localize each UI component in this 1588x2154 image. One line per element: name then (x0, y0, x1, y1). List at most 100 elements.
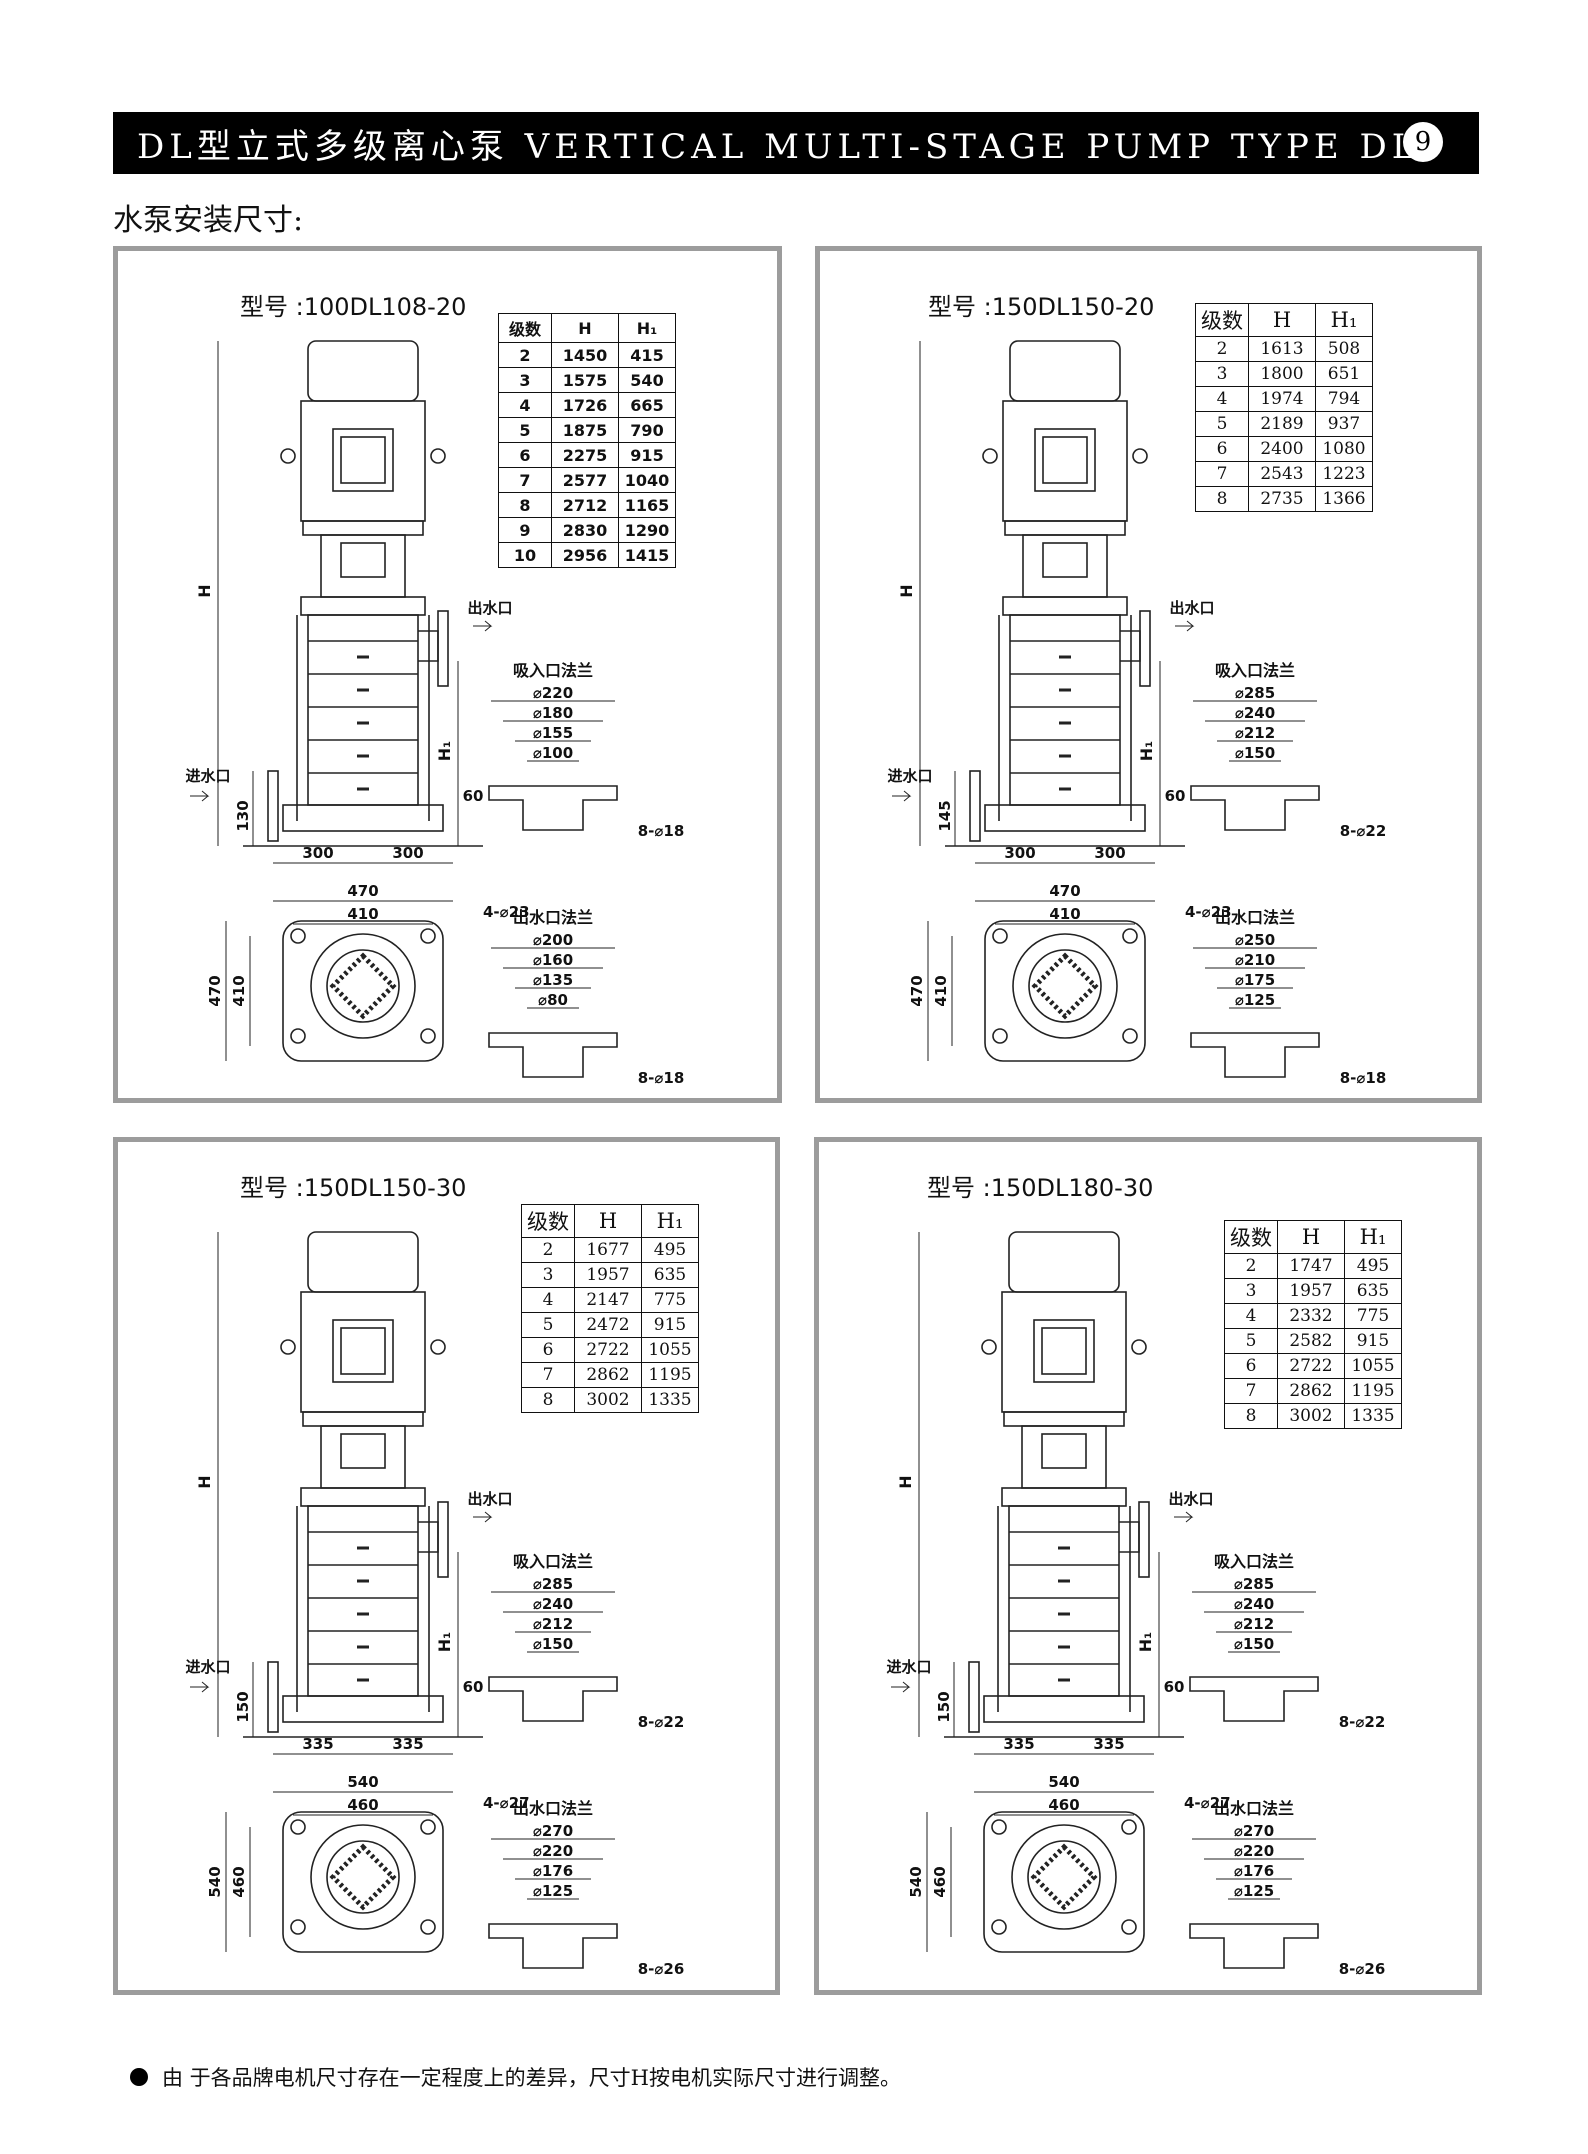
table-cell: 495 (641, 1237, 699, 1263)
outlet-flange-bolts: 8-⌀18 (638, 1069, 685, 1087)
bolt-hole-icon (420, 928, 436, 944)
model-label: 型号 :150DL150-30 (240, 1174, 467, 1202)
table-header-cell: H₁ (618, 313, 676, 343)
table-cell: 8 (1224, 1403, 1278, 1429)
outlet-flange-section (488, 1923, 618, 1969)
outlet-flange-diameter: ⌀125 (1234, 1882, 1274, 1900)
table-cell: 1195 (641, 1362, 699, 1388)
motor-fan-cover (1008, 1231, 1120, 1293)
table-cell: 775 (1344, 1303, 1402, 1329)
dim-H1: H₁ (1136, 1632, 1155, 1652)
outlet-flange-section (1190, 1032, 1320, 1078)
table-cell: 540 (618, 367, 676, 393)
dim-half-left: 300 (1004, 844, 1035, 862)
table-header-cell: 级数 (498, 313, 552, 343)
dim-60: 60 (1165, 787, 1186, 805)
dim-half-right: 300 (392, 844, 423, 862)
inlet-label: 进水口 (887, 767, 932, 785)
table-cell: 7 (498, 467, 552, 493)
bolt-hole-icon (1122, 928, 1138, 944)
table-cell: 1957 (1277, 1278, 1345, 1304)
dim-base-holes: 4-⌀27 (1184, 1794, 1231, 1812)
suction-flange-diameter: ⌀240 (533, 1595, 573, 1613)
bolt-hole-icon (290, 1919, 306, 1935)
footnote-text: 由 于各品牌电机尺寸存在一定程度上的差异，尺寸H按电机实际尺寸进行调整。 (162, 2066, 901, 2090)
suction-flange-diameter: ⌀212 (1235, 724, 1275, 742)
bolt-hole-icon (420, 1819, 436, 1835)
terminal-box (1034, 428, 1096, 492)
base-plate (282, 1811, 444, 1953)
outlet-flange-bolts: 8-⌀26 (1339, 1960, 1386, 1978)
pump-stages (1009, 614, 1121, 806)
table-cell: 10 (498, 542, 552, 568)
table-header-cell: H₁ (1315, 303, 1373, 337)
outlet-flange-bolts: 8-⌀18 (1340, 1069, 1387, 1087)
section-title: 水泵安装尺寸: (113, 203, 304, 238)
dim-inlet-height: 150 (935, 1691, 953, 1722)
table-cell: 6 (1224, 1353, 1278, 1379)
dim-H: H (195, 584, 214, 597)
outlet-flange-title: 出水口法兰 (513, 1799, 593, 1818)
bolt-hole-icon (992, 928, 1008, 944)
pump-casing-top (310, 933, 416, 1039)
pump-casing-top (310, 1824, 416, 1930)
base-plate (984, 920, 1146, 1062)
table-cell: 794 (1315, 386, 1373, 412)
table-cell: 1875 (551, 417, 619, 443)
outlet-flange-diameter: ⌀175 (1235, 971, 1275, 989)
table-cell: 2712 (551, 492, 619, 518)
dim-H1: H₁ (435, 741, 454, 761)
table-cell: 2582 (1277, 1328, 1345, 1354)
dim-width-inner: 410 (1049, 905, 1080, 923)
table-cell: 2722 (574, 1337, 642, 1363)
dim-H: H (896, 1475, 915, 1488)
motor-body (1002, 400, 1128, 522)
inlet-label: 进水口 (886, 1658, 931, 1676)
table-cell: 1290 (618, 517, 676, 543)
table-cell: 915 (641, 1312, 699, 1338)
outlet-flange-diameter: ⌀200 (533, 931, 573, 949)
dim-width-inner: 460 (347, 1796, 378, 1814)
table-cell: 1223 (1315, 461, 1373, 487)
table-cell: 8 (498, 492, 552, 518)
table-cell: 2956 (551, 542, 619, 568)
table-cell: 1575 (551, 367, 619, 393)
table-cell: 495 (1344, 1253, 1402, 1279)
outlet-flange-title: 出水口法兰 (513, 908, 593, 927)
table-cell: 2332 (1277, 1303, 1345, 1329)
table-cell: 2147 (574, 1287, 642, 1313)
table-cell: 2735 (1248, 486, 1316, 512)
table-cell: 1055 (1344, 1353, 1402, 1379)
suction-flange-title: 吸入口法兰 (1214, 1552, 1294, 1571)
arrow-icon (190, 1681, 210, 1693)
table-cell: 2 (521, 1237, 575, 1263)
page-header: DL型立式多级离心泵 VERTICAL MULTI-STAGE PUMP TYP… (113, 112, 1479, 174)
outlet-flange-diameter: ⌀210 (1235, 951, 1275, 969)
table-cell: 937 (1315, 411, 1373, 437)
table-cell: 1450 (551, 342, 619, 368)
pump-base (984, 804, 1146, 832)
table-cell: 1726 (551, 392, 619, 418)
outlet-flange-diameter: ⌀270 (1234, 1822, 1274, 1840)
table-cell: 1747 (1277, 1253, 1345, 1279)
lifting-eye-icon (1131, 1339, 1147, 1355)
outlet-flange-section (1189, 1923, 1319, 1969)
suction-flange-diameter: ⌀150 (1235, 744, 1275, 762)
suction-flange-bolts: 8-⌀18 (638, 822, 685, 840)
table-cell: 5 (521, 1312, 575, 1338)
model-label: 型号 :150DL180-30 (927, 1174, 1154, 1202)
suction-flange-diameter: ⌀285 (1234, 1575, 1274, 1593)
table-cell: 1040 (618, 467, 676, 493)
